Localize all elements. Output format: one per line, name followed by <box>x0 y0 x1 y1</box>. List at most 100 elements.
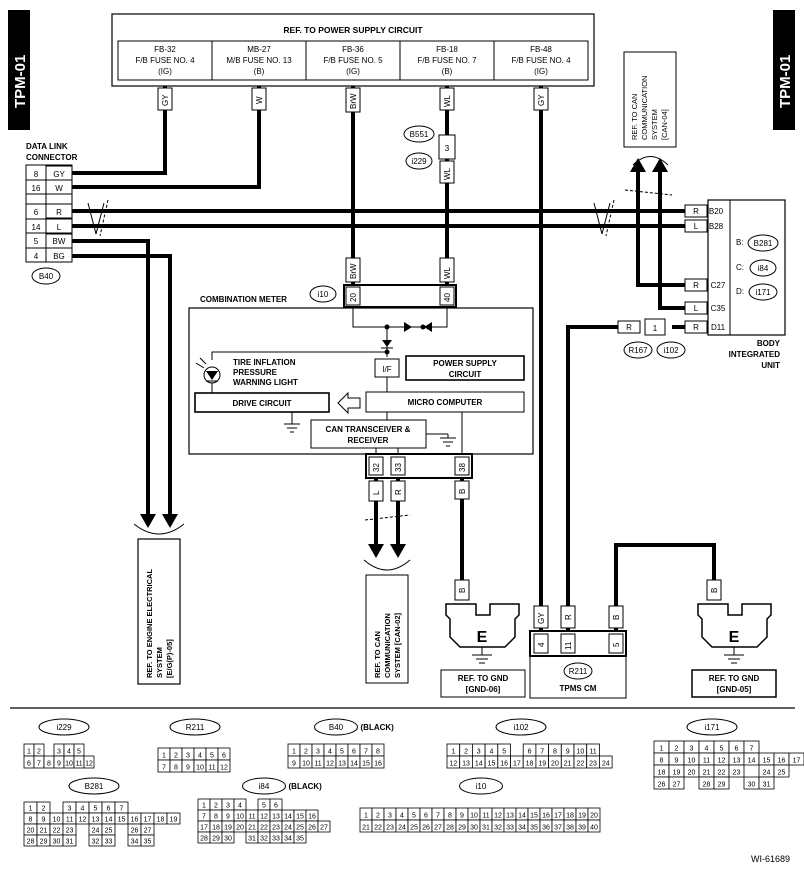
connector-pin-number: 9 <box>226 814 230 821</box>
fuse-2-name: M/B FUSE NO. 13 <box>226 56 292 65</box>
dlc-title-2: CONNECTOR <box>26 153 78 162</box>
fuse-4-name: F/B FUSE NO. 7 <box>417 56 477 65</box>
connector-pin-number: 31 <box>482 825 490 832</box>
connector-pin-number: 4 <box>81 806 85 813</box>
connector-pin-number: 5 <box>502 749 506 756</box>
connector-pin-number: 34 <box>284 836 292 843</box>
connector-pin-number: 19 <box>224 825 232 832</box>
wire-label-wl-3: WL <box>443 266 452 279</box>
bcm-wire-r-1: R <box>693 207 699 216</box>
connector-view-label: i102 <box>513 723 529 732</box>
connector-pin-number: 15 <box>530 813 538 820</box>
connector-pin-number: 24 <box>602 761 610 768</box>
dlc-connector-id: B40 <box>39 272 54 281</box>
i229-label: i229 <box>411 157 427 166</box>
connector-pin-number: 20 <box>551 761 559 768</box>
page-tag-right: TPM-01 <box>773 10 795 130</box>
bcm-pin-c27: C27 <box>711 281 726 290</box>
warning-light-line-2: PRESSURE <box>233 368 278 377</box>
connector-pin-cell <box>788 752 804 766</box>
dlc-pin-4: 4 <box>34 252 39 261</box>
connector-pin-number: 25 <box>410 825 418 832</box>
connector-pin-number: 22 <box>576 761 584 768</box>
wire-w-dlc: W <box>72 86 267 189</box>
connector-pin-number: 29 <box>458 825 466 832</box>
connector-pin-number: 23 <box>66 828 74 835</box>
connector-view-label-oval <box>495 718 547 736</box>
connector-view-label-oval <box>314 718 358 736</box>
connector-pin-number: 10 <box>65 761 73 768</box>
page-tag-right-text: TPM-01 <box>777 55 794 108</box>
connector-pin-number: 33 <box>506 825 514 832</box>
can-transceiver-2: RECEIVER <box>348 436 389 445</box>
connector-pin-number: 27 <box>320 825 328 832</box>
wire-label-gy-3: GY <box>537 612 546 624</box>
connector-pin-number: 2 <box>42 806 46 813</box>
can04-line-2: COMMUNICATION <box>640 76 649 140</box>
connector-pin-number: 1 <box>29 806 33 813</box>
connector-view-label: B281 <box>85 782 104 791</box>
connector-pin-number: 32 <box>92 839 100 846</box>
dlc-wire-14: L <box>57 223 62 232</box>
i102-label: i102 <box>663 346 679 355</box>
ground-gnd05: B E REF. TO GND [GND-05] <box>691 579 777 698</box>
connector-pin-number: 16 <box>500 761 508 768</box>
gnd05-ref-1: REF. TO GND <box>709 674 760 683</box>
connector-pin-number: 10 <box>576 749 584 756</box>
connector-pin-number: 9 <box>460 813 464 820</box>
gnd06-letter: E <box>477 629 488 646</box>
warning-light-line-3: WARNING LIGHT <box>233 378 298 387</box>
connector-pin-cell <box>773 764 790 778</box>
connector-pin-number: 28 <box>27 839 35 846</box>
connector-pin-number: 7 <box>436 813 440 820</box>
connector-pin-number: 4 <box>328 749 332 756</box>
connector-pin-number: 9 <box>186 765 190 772</box>
connector-pin-number: 8 <box>553 749 557 756</box>
connector-pin-number: 30 <box>224 836 232 843</box>
wire-label-w: W <box>255 96 264 104</box>
connector-pin-number: 6 <box>107 806 111 813</box>
connector-pin-number: 5 <box>720 746 724 753</box>
connector-pin-number: 23 <box>272 825 280 832</box>
dlc-wire-4: BG <box>53 252 65 261</box>
connector-pin-number: 14 <box>350 761 358 768</box>
connector-pin-number: 9 <box>292 761 296 768</box>
tpms-wire-r: R <box>564 614 573 620</box>
dlc-pin-8: 8 <box>34 170 39 179</box>
bcm-pin-b20: B20 <box>709 207 724 216</box>
connector-pin-number: 10 <box>196 765 204 772</box>
dlc-pin-6: 6 <box>34 208 39 217</box>
connector-pin-cell <box>221 831 235 844</box>
wire-gy-tpms: GY GY <box>533 86 549 632</box>
can02-line-1: REF. TO CAN <box>373 631 382 678</box>
connector-pin-number: 11 <box>589 749 596 756</box>
connector-pin-number: 30 <box>53 839 61 846</box>
connector-pin-number: 7 <box>202 814 206 821</box>
connector-pin-number: 3 <box>477 749 481 756</box>
connector-pin-number: 11 <box>208 765 215 772</box>
connector-pin-number: 22 <box>53 828 61 835</box>
connector-pin-number: 8 <box>214 814 218 821</box>
connector-pin-number: 11 <box>703 758 710 765</box>
connector-pin-cell <box>217 759 231 773</box>
connector-pin-number: 17 <box>513 761 521 768</box>
connector-pin-number: 8 <box>47 761 51 768</box>
can02-line-3: SYSTEM [CAN-02] <box>393 612 402 678</box>
connector-pin-number: 26 <box>308 825 316 832</box>
connector-pin-number: 14 <box>105 817 113 824</box>
b551-label: B551 <box>410 130 429 139</box>
fuse-2-type: (B) <box>254 67 265 76</box>
connector-pin-number: 29 <box>718 782 726 789</box>
can02-line-2: COMMUNICATION <box>383 613 392 678</box>
connector-pin-number: 3 <box>186 753 190 760</box>
connector-pin-number: 30 <box>748 782 756 789</box>
bcm-wire-r-3: R <box>693 323 699 332</box>
connector-pin-number: 12 <box>449 761 457 768</box>
connector-view-label: B40 <box>329 723 344 732</box>
connector-pin-number: 13 <box>506 813 514 820</box>
connector-pin-number: 15 <box>296 814 304 821</box>
connector-view-i84: C:i84(BLACK)1234567891011121314151617181… <box>197 777 331 844</box>
r167-pin: 1 <box>653 324 658 333</box>
